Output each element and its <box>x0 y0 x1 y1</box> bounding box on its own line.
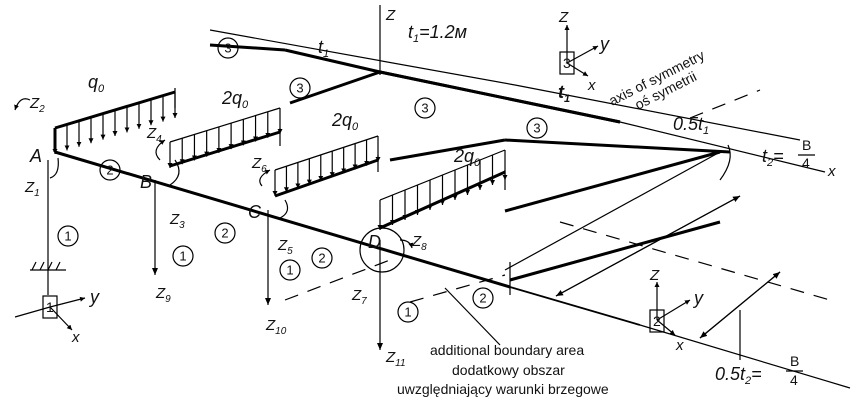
member-2-label-c: 2 <box>311 247 333 269</box>
load-end-hatches <box>174 88 511 295</box>
svg-text:2: 2 <box>221 226 228 241</box>
z6-label: Z6 <box>251 155 267 175</box>
svg-text:1: 1 <box>64 229 71 244</box>
cross-beams <box>209 43 826 282</box>
x-axis-label: x <box>827 163 836 180</box>
vertical-supports <box>47 160 383 350</box>
svg-text:t1: t1 <box>558 82 570 105</box>
svg-text:2: 2 <box>318 251 325 266</box>
svg-text:1: 1 <box>286 263 293 278</box>
member-3-label-a: 3 <box>217 37 239 59</box>
svg-text:4: 4 <box>790 372 798 388</box>
load-field-top-1 <box>169 107 281 143</box>
z9-label: Z9 <box>155 285 171 305</box>
point-C: C <box>248 202 262 222</box>
member-3-label-b: 3 <box>289 77 311 99</box>
svg-text:0.5t1: 0.5t1 <box>673 114 709 137</box>
z7-label: Z7 <box>351 287 367 307</box>
half-t1-label: 0.5t1 <box>673 114 709 137</box>
svg-text:x: x <box>587 77 596 94</box>
svg-text:x: x <box>71 329 80 346</box>
t1-value-label: t1=1.2м <box>408 22 467 45</box>
member-2-label-d: 2 <box>472 287 494 309</box>
member-3-label-c: 3 <box>414 97 436 119</box>
member-1-label-b: 1 <box>172 245 194 267</box>
z-axis-main: Z <box>379 5 396 75</box>
svg-text:additional boundary area: additional boundary area <box>430 342 584 358</box>
z11-label: Z11 <box>385 349 406 369</box>
svg-text:B: B <box>790 353 799 369</box>
load-beam-C <box>274 158 379 198</box>
svg-text:2: 2 <box>653 313 661 329</box>
member-3-label-d: 3 <box>526 117 548 139</box>
t2-label: t2= B 4 <box>762 137 815 171</box>
t1-bold-label: t1 <box>558 82 570 105</box>
svg-text:uwzględniający warunki brzegow: uwzględniający warunki brzegowe <box>397 381 609 397</box>
svg-text:3: 3 <box>421 101 428 116</box>
2q0-label-c: 2q0 <box>453 146 481 169</box>
svg-text:1: 1 <box>46 299 54 315</box>
svg-text:t1: t1 <box>318 37 329 60</box>
member-1-label-a: 1 <box>57 225 79 247</box>
member-1-label-d: 1 <box>397 301 419 323</box>
member-2-label-a: 2 <box>99 159 121 181</box>
dimension-t1 <box>209 29 801 141</box>
svg-text:Z: Z <box>558 9 569 26</box>
member-1-label-c: 1 <box>279 259 301 281</box>
svg-text:0.5t2=: 0.5t2= <box>715 364 762 387</box>
2q0-label-a: 2q0 <box>221 88 249 111</box>
svg-text:1: 1 <box>179 249 186 264</box>
z-axis-label: Z <box>385 7 396 24</box>
moment-arrows <box>14 98 731 273</box>
svg-text:3: 3 <box>224 41 231 56</box>
svg-text:t1=1.2м: t1=1.2м <box>408 22 467 45</box>
triad-left: y x 1 <box>14 287 100 346</box>
z4-label: Z4 <box>146 125 162 145</box>
load-arrows <box>52 91 508 230</box>
member-labels: 1 1 1 1 2 2 2 2 3 3 3 3 <box>57 37 548 323</box>
z2-label: Z2 <box>29 95 45 115</box>
load-field-top-2 <box>274 135 379 171</box>
half-t2-label: 0.5t2= B 4 <box>715 353 803 388</box>
front-beam <box>54 150 851 389</box>
boundary-note: additional boundary area dodatkowy obsza… <box>397 287 609 397</box>
svg-text:1: 1 <box>404 305 411 320</box>
svg-text:y: y <box>88 287 100 307</box>
svg-text:Z: Z <box>649 267 660 284</box>
z5-label: Z5 <box>277 237 293 257</box>
svg-text:y: y <box>598 34 610 54</box>
point-A: A <box>29 146 42 166</box>
triad-right: Z y x 2 <box>649 267 704 354</box>
svg-text:x: x <box>675 337 684 354</box>
svg-text:4: 4 <box>802 155 810 171</box>
t1-top-label: t1 <box>318 37 329 60</box>
fixed-support-icon <box>30 261 66 271</box>
load-beam-B <box>169 130 281 168</box>
svg-text:dodatkowy obszar: dodatkowy obszar <box>452 362 565 378</box>
svg-text:2: 2 <box>106 163 113 178</box>
point-D: D <box>368 232 381 252</box>
svg-text:2: 2 <box>479 291 486 306</box>
point-B: B <box>140 172 152 192</box>
triad-top: Z y x 3 <box>558 9 610 94</box>
symmetry-dashes <box>284 89 761 303</box>
z10-label: Z10 <box>265 317 287 337</box>
q0-label: q0 <box>88 72 105 95</box>
svg-text:t2=: t2= <box>762 146 784 169</box>
z3-label: Z3 <box>169 211 185 231</box>
member-2-label-b: 2 <box>214 222 236 244</box>
svg-text:3: 3 <box>296 81 303 96</box>
svg-text:y: y <box>692 288 704 308</box>
axis-of-symmetry-label: axis of symmetry oś symetrii <box>606 47 707 113</box>
z8-label: Z8 <box>411 233 427 253</box>
svg-text:3: 3 <box>563 55 571 71</box>
2q0-label-b: 2q0 <box>331 110 359 133</box>
z1-label: Z1 <box>24 179 40 199</box>
dimension-right <box>504 151 831 360</box>
svg-text:3: 3 <box>533 121 540 136</box>
svg-text:B: B <box>802 137 811 153</box>
